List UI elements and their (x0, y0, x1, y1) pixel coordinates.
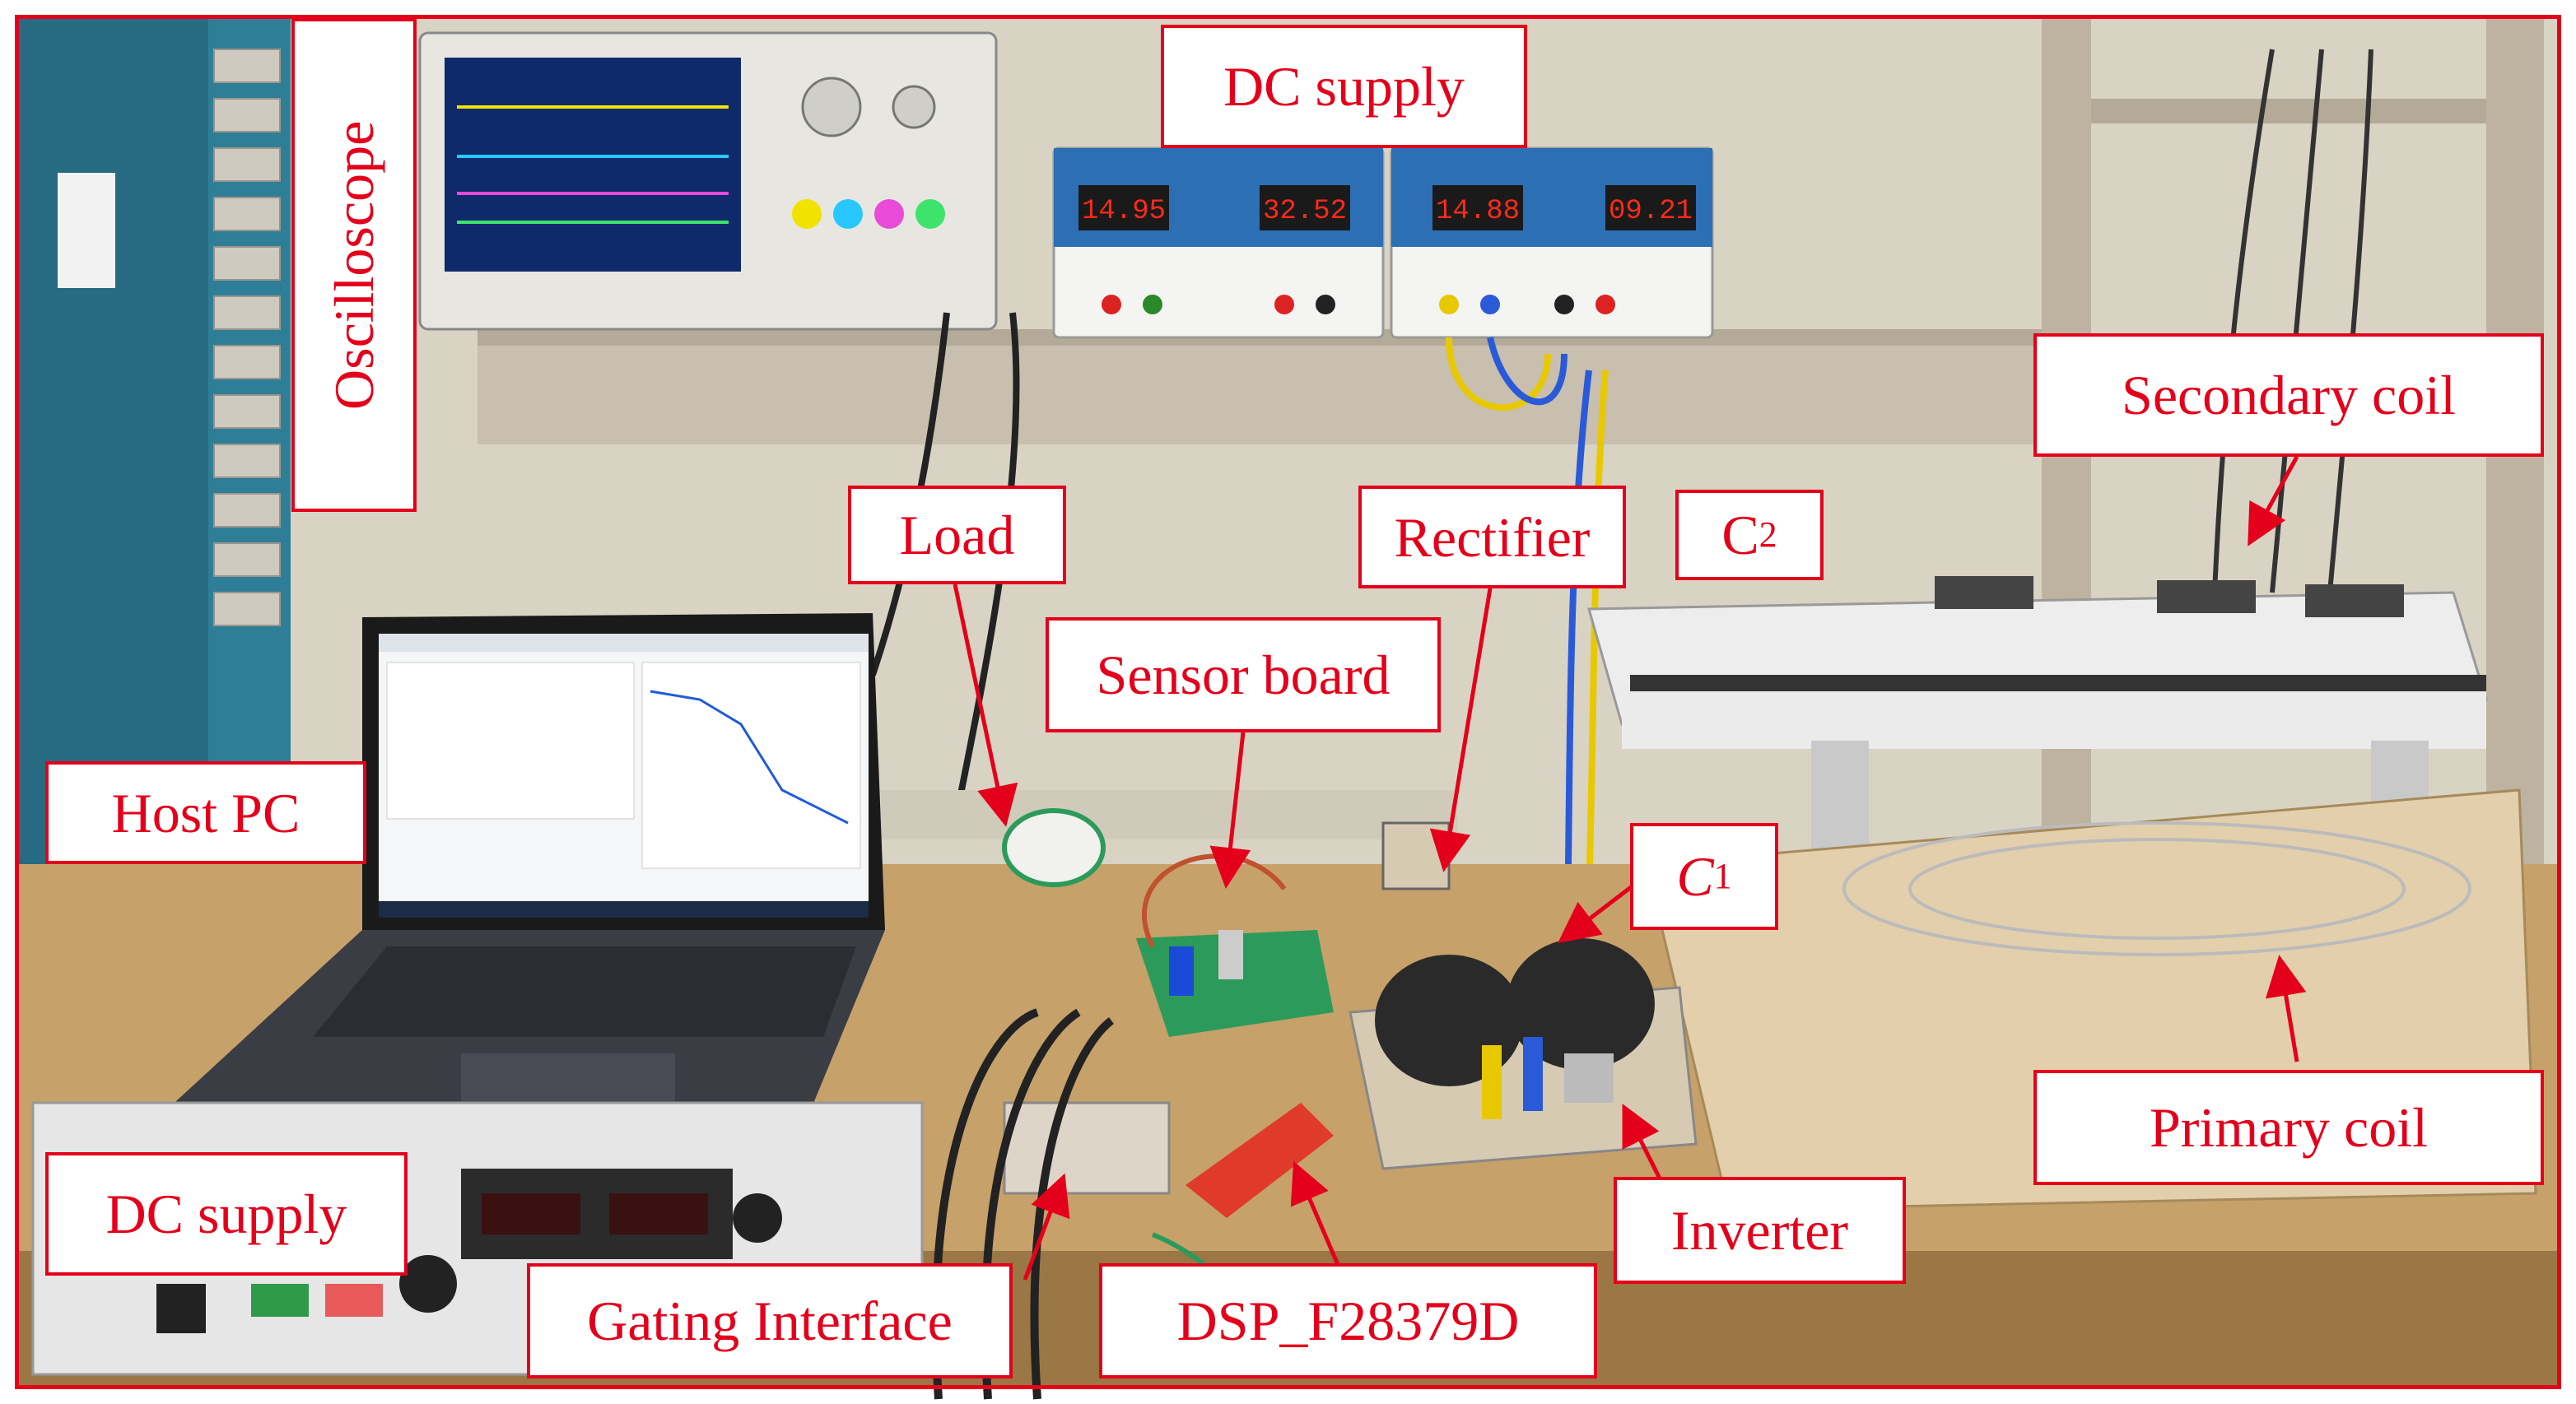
oscilloscope-device (418, 31, 998, 331)
label-oscilloscope: Oscilloscope (291, 18, 417, 512)
label-c1-sub: 1 (1713, 856, 1732, 896)
label-host-pc: Host PC (45, 761, 366, 864)
label-inverter: Inverter (1614, 1177, 1906, 1284)
dc-supply-unit-2: 14.88 09.21 (1390, 146, 1714, 339)
label-load: Load (848, 486, 1066, 584)
dc-supply-unit-1: 14.95 32.52 (1052, 146, 1385, 339)
label-dsp: DSP_F28379D (1099, 1263, 1597, 1378)
supply2-left-readout: 14.88 (1436, 196, 1520, 227)
label-dc-supply-top: DC supply (1161, 25, 1527, 148)
label-gating-interface: Gating Interface (527, 1263, 1013, 1378)
load-hardware (1002, 808, 1106, 887)
image-frame (15, 15, 2561, 1389)
label-c1-main: C (1676, 845, 1714, 908)
supply1-left-readout: 14.95 (1082, 196, 1166, 227)
label-primary-coil: Primary coil (2033, 1070, 2544, 1185)
label-c2-sub: 2 (1758, 514, 1777, 555)
inverter-hardware (1349, 938, 1698, 1170)
sensor-board-hardware (1136, 853, 1334, 1037)
label-c2-main: C (1721, 504, 1759, 566)
label-secondary-coil: Secondary coil (2033, 333, 2544, 457)
laptop (156, 613, 885, 1119)
label-dc-supply-bottom: DC supply (45, 1152, 408, 1276)
upper-shelf (477, 329, 2042, 444)
gating-interface-hardware (931, 1008, 1171, 1400)
supply1-right-readout: 32.52 (1263, 196, 1347, 227)
label-sensor-board: Sensor board (1046, 617, 1441, 732)
label-rectifier: Rectifier (1358, 486, 1626, 588)
supply2-right-readout: 09.21 (1609, 196, 1693, 227)
